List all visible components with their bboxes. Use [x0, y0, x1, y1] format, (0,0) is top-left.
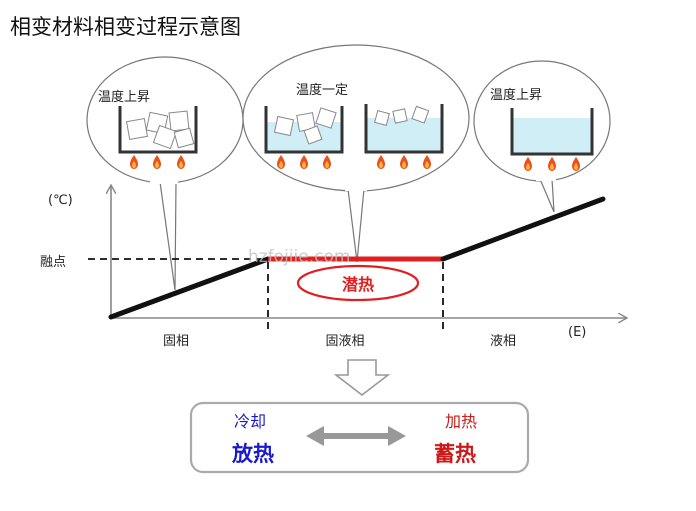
ice-cubes-few — [374, 105, 430, 126]
bubble-left-label: 温度上昇 — [98, 89, 150, 105]
watermark: hzfojiie.com — [248, 247, 350, 267]
bubble-left: 温度上昇 — [86, 56, 244, 291]
ice-cubes-partial — [273, 107, 337, 145]
ice-cubes — [125, 110, 195, 150]
phase-mixed-label: 固液相 — [325, 334, 364, 349]
diagram-title: 相变材料相变过程示意图 — [10, 15, 241, 39]
phase-liquid-label: 液相 — [490, 334, 516, 349]
x-axis-unit: (E) — [568, 325, 586, 340]
bubble-middle-label: 温度一定 — [296, 82, 348, 98]
bubble-right-label: 温度上昇 — [490, 87, 542, 103]
double-arrow-icon — [306, 426, 406, 446]
bubble-right: 温度上昇 — [473, 60, 611, 213]
y-axis-unit: (℃) — [48, 193, 73, 208]
melting-point-label: 融点 — [40, 255, 66, 270]
store-label: 蓄热 — [434, 442, 476, 466]
liquid-heating-line — [440, 196, 606, 262]
latent-heat-label: 潜热 — [342, 275, 374, 294]
down-arrow-icon — [333, 359, 391, 397]
release-label: 放热 — [231, 442, 274, 466]
cool-label: 冷却 — [234, 412, 266, 431]
latent-heat-oval — [296, 264, 420, 302]
heat-label: 加热 — [445, 412, 477, 431]
solid-heating-line — [108, 256, 271, 320]
phase-solid-label: 固相 — [163, 334, 189, 349]
bubble-middle: 温度一定 — [242, 44, 470, 263]
